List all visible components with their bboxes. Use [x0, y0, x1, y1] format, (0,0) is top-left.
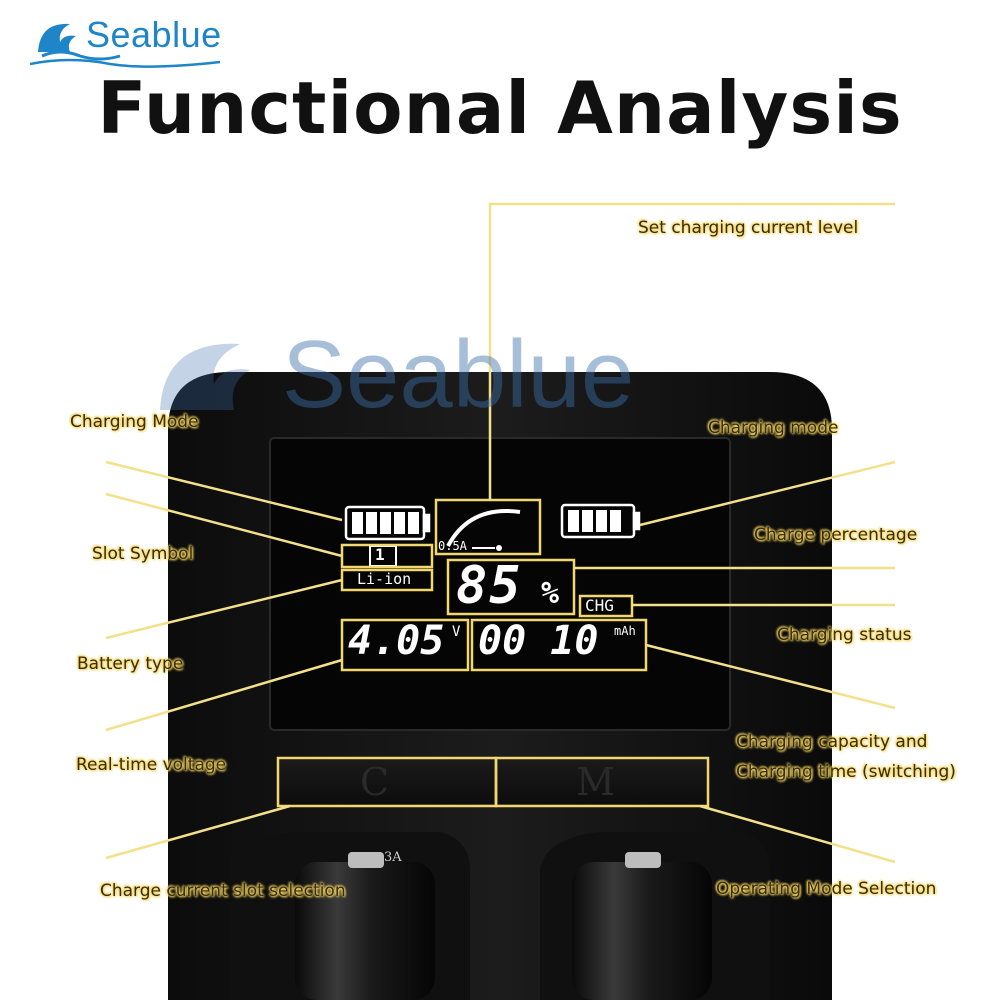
m-button-shape [498, 760, 706, 804]
c-button-shape [280, 760, 494, 804]
callout-capacity-line1: Charging capacity and [736, 732, 928, 752]
brand-name: Seablue [86, 14, 222, 55]
percentage-value: 85 [456, 556, 523, 616]
current-gauge-arc [446, 509, 521, 547]
current-value: 0.5A [438, 539, 467, 553]
battery-icon-right [560, 503, 641, 539]
leader-set-current [488, 202, 895, 500]
callout-mode-selection: Operating Mode Selection [716, 879, 937, 899]
status-value: CHG [585, 596, 614, 615]
callout-charge-percentage: Charge percentage [754, 525, 918, 545]
slot-label: 3A [384, 850, 402, 865]
capacity-unit: mAh [614, 624, 636, 638]
m-button[interactable]: M [576, 760, 615, 804]
leader-type [105, 578, 343, 640]
callout-slot-selection: Charge current slot selection [100, 881, 346, 901]
leader-mode-select [699, 804, 896, 864]
leader-mode-left [105, 460, 343, 522]
voltage-unit: V [452, 624, 461, 640]
capacity-value: 00 10 [478, 618, 599, 664]
callout-real-time-voltage: Real-time voltage [76, 755, 227, 775]
callout-slot-symbol: Slot Symbol [92, 544, 194, 564]
leader-mode-right [639, 460, 896, 527]
callout-charging-status: Charging status [777, 625, 912, 645]
battery-icon-left [344, 505, 431, 541]
percent-sign: % [541, 576, 560, 611]
callout-set-current: Set charging current level [638, 218, 859, 238]
battery-cell-right [572, 862, 712, 1000]
leader-capacity [645, 643, 896, 710]
battery-cell-left [295, 862, 435, 1000]
leader-voltage [105, 658, 343, 732]
leader-slot [105, 492, 343, 558]
m-button-highlight [494, 756, 710, 808]
watermark-logo-icon [160, 343, 250, 410]
slot-number: 1 [375, 545, 385, 564]
callout-charging-mode-left: Charging Mode [70, 412, 199, 432]
percent-highlight [446, 558, 576, 616]
brand-logo-icon [30, 23, 221, 68]
leader-slot-select [105, 804, 291, 860]
current-highlight [434, 498, 542, 556]
callout-capacity-line2: Charging time (switching) [736, 762, 956, 782]
battery-type-value: Li-ion [357, 570, 412, 588]
voltage-value: 4.05 [348, 618, 445, 664]
page-title: Functional Analysis [97, 66, 903, 150]
callout-battery-type: Battery type [77, 654, 184, 674]
voltage-highlight [340, 618, 470, 672]
callout-charging-mode-right: Charging mode [708, 418, 839, 438]
c-button[interactable]: C [360, 760, 390, 804]
watermark-text: Seablue [282, 321, 635, 428]
